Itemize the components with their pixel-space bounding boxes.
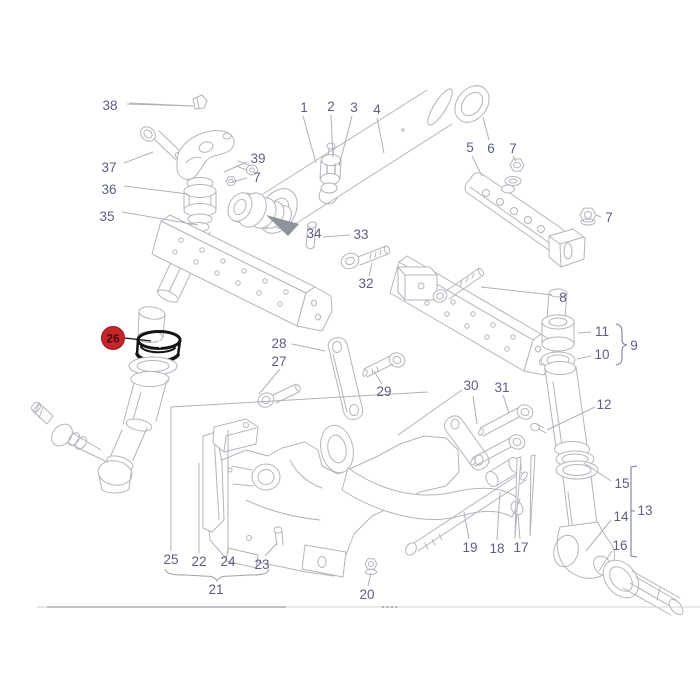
brace-21: [164, 568, 270, 583]
pivot-pin-hub: [227, 192, 299, 236]
steering-arm-assembly: [140, 126, 258, 232]
support-link: [327, 337, 364, 420]
brace-9: [615, 323, 628, 366]
bolts-31: [470, 404, 534, 467]
part-label-32: 32: [358, 276, 373, 291]
part-label-10: 10: [594, 347, 609, 362]
part-label-34: 34: [306, 226, 322, 241]
leader-lines: [121, 103, 613, 587]
bracket-13: [630, 465, 638, 558]
group-brackets: [164, 323, 638, 583]
part-label-37: 37: [101, 160, 116, 175]
part-label-36: 36: [101, 182, 116, 197]
part-label-11: 11: [595, 324, 609, 339]
rear-axle-beam: [389, 255, 555, 376]
part-label-25: 25: [163, 552, 178, 567]
part-label-19: 19: [462, 540, 477, 555]
part-label-7: 7: [509, 141, 517, 156]
part-label-22: 22: [191, 554, 206, 569]
part-label-13: 13: [637, 503, 652, 518]
part-label-35: 35: [99, 209, 114, 224]
part-label-5: 5: [466, 140, 474, 155]
seal-ring: [454, 85, 490, 123]
part-label-4: 4: [373, 102, 381, 117]
part-label-29: 29: [376, 384, 391, 399]
badge-number: 26: [106, 332, 120, 346]
part-label-16: 16: [612, 538, 627, 553]
part-label-6: 6: [487, 141, 495, 156]
wedge-pins: [514, 454, 536, 539]
part-label-2: 2: [327, 99, 335, 114]
part-label-7: 7: [605, 210, 613, 225]
part-label-33: 33: [353, 227, 368, 242]
part-label-27: 27: [271, 354, 286, 369]
highlighted-part-badge[interactable]: 26: [101, 326, 152, 350]
bolt-32: [340, 245, 391, 270]
part-label-18: 18: [489, 541, 504, 556]
part-label-9: 9: [630, 338, 638, 353]
nut-20: [364, 558, 378, 575]
part-label-20: 20: [359, 587, 374, 602]
tie-rod: [405, 471, 528, 556]
part-label-38: 38: [102, 98, 117, 113]
pin-23: [273, 526, 284, 546]
part-label-3: 3: [350, 100, 358, 115]
part-label-39: 39: [250, 151, 265, 166]
mount-bracket-plate: [464, 158, 597, 268]
front-axle-beam: [151, 214, 333, 332]
bolt-27: [257, 383, 301, 408]
pivot-clamp: [318, 142, 342, 205]
part-label-14: 14: [613, 509, 629, 524]
arrow-34: [266, 215, 299, 236]
cotter-pin: [305, 221, 317, 250]
part-label-24: 24: [220, 554, 236, 569]
center-axle-casting: [202, 415, 524, 578]
part-label-12: 12: [596, 397, 611, 412]
bolt-29: [362, 352, 406, 378]
hinge-pin: [129, 94, 208, 110]
part-label-31: 31: [494, 380, 509, 395]
kingpin-collar-left: [122, 356, 178, 432]
part-label-7: 7: [253, 170, 261, 185]
part-label-21: 21: [208, 582, 223, 597]
knuckle-bottom-left: [31, 401, 148, 494]
kingpin-column-right: [530, 288, 599, 527]
knuckle-stub-axle: [553, 521, 684, 616]
part-label-15: 15: [614, 476, 629, 491]
part-label-17: 17: [513, 540, 528, 555]
part-label-30: 30: [463, 378, 478, 393]
part-label-1: 1: [300, 100, 308, 115]
part-label-8: 8: [559, 290, 567, 305]
part-label-23: 23: [254, 557, 269, 572]
part-label-28: 28: [271, 336, 286, 351]
